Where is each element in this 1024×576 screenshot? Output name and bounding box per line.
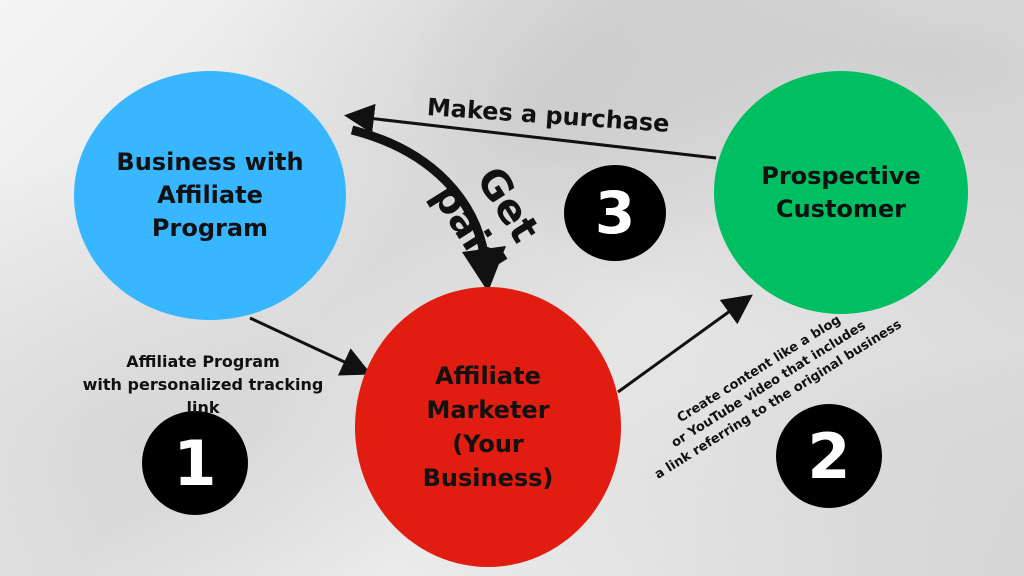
step-badge-2: 2 (776, 404, 882, 508)
node-business-label: Business with Affiliate Program (116, 148, 304, 242)
arrow-get-paid-head (462, 246, 506, 292)
arrow-purchase (344, 103, 717, 160)
node-prospective-customer: Prospective Customer (714, 71, 968, 314)
node-affiliate-marketer: Affiliate Marketer (Your Business) (355, 287, 621, 567)
arrow-get-paid (350, 125, 491, 269)
node-affiliate-label: Affiliate Marketer (Your Business) (422, 362, 554, 492)
node-business-with-affiliate-program: Business with Affiliate Program (74, 71, 346, 320)
node-customer-label: Prospective Customer (761, 161, 921, 223)
arrow-program (249, 316, 372, 376)
arrow-content (617, 294, 753, 394)
label-affiliate-program: Affiliate Program with personalized trac… (82, 352, 324, 417)
step-badge-3: 3 (564, 165, 666, 261)
step-badge-1: 1 (142, 411, 248, 515)
